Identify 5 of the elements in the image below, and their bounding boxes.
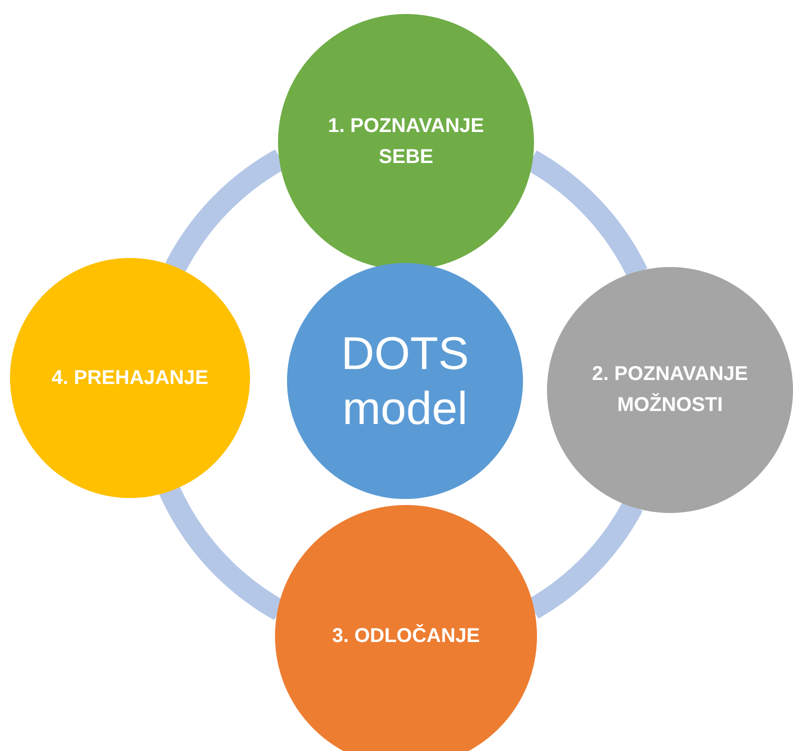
step-label: 2. POZNAVANJE MOŽNOSTI	[591, 362, 749, 418]
model-title: DOTS model	[340, 326, 470, 436]
step-label: 4. PREHAJANJE	[50, 366, 210, 390]
step-label: 3. ODLOČANJE	[331, 623, 481, 648]
step-label: 1. POZNAVANJE SEBE	[327, 114, 485, 170]
